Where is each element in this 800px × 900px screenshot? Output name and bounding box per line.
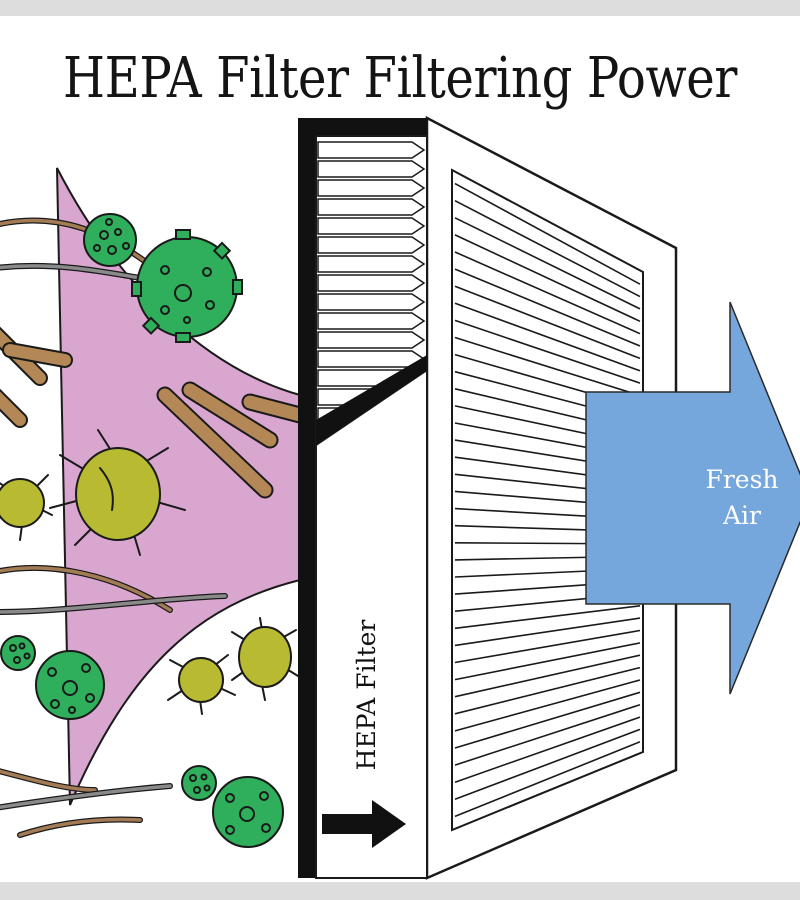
- virus-particle-small: [0, 635, 36, 671]
- pleat-line: [454, 728, 641, 801]
- filter-fin: [317, 217, 426, 235]
- pleat-line: [454, 691, 641, 749]
- pleat-line: [454, 302, 641, 372]
- filter-fin: [317, 274, 426, 292]
- filter-top-edge: [298, 118, 427, 136]
- pleat-line: [454, 251, 641, 335]
- filter-fin: [317, 141, 426, 159]
- filter-fin: [317, 331, 426, 349]
- hair-strands: [0, 217, 228, 838]
- virus-particle-medium: [83, 213, 137, 267]
- virus-particles: [0, 213, 284, 848]
- filter-black-edge: [298, 118, 316, 878]
- pleat-line: [454, 182, 641, 285]
- pleat-line: [454, 336, 641, 397]
- pleat-line: [454, 666, 641, 715]
- fresh-air-label-line2: Air: [722, 501, 761, 530]
- fresh-air-label-line1: Fresh: [705, 465, 778, 494]
- diagram-title: HEPA Filter Filtering Power: [63, 46, 737, 111]
- filter-fold-edge: [316, 355, 427, 445]
- pleat-line: [454, 716, 641, 783]
- virus-particle-mid-left: [35, 650, 105, 720]
- filter-fin: [317, 160, 426, 178]
- dust-fibers: [0, 326, 309, 499]
- filter-fin: [317, 293, 426, 311]
- pleat-line: [454, 319, 641, 384]
- pleat-line: [454, 605, 641, 630]
- virus-particle-large: [131, 229, 243, 343]
- filter-fin: [317, 312, 426, 330]
- virus-particle-bottom-small: [181, 765, 217, 801]
- dust-mite-large: [49, 429, 186, 556]
- filter-fin: [317, 236, 426, 254]
- dust-mite-right-small: [167, 654, 236, 715]
- pleat-line: [454, 629, 641, 664]
- pleat-line: [454, 679, 641, 732]
- pleat-line: [454, 268, 641, 347]
- filter-fin: [317, 350, 426, 368]
- fresh-air-arrow: [585, 301, 800, 695]
- pleat-line: [454, 285, 641, 360]
- pleat-line: [454, 654, 641, 698]
- filter-label: HEPA Filter: [352, 620, 381, 771]
- filter-fin: [317, 198, 426, 216]
- pleat-line: [454, 703, 641, 766]
- dust-mites: [0, 429, 299, 715]
- pleat-line: [454, 642, 641, 681]
- dust-mite-right: [231, 617, 299, 701]
- dust-mite-left: [0, 474, 53, 541]
- pleat-line: [454, 741, 641, 818]
- pleat-line: [454, 199, 641, 298]
- virus-particle-bottom: [212, 776, 284, 848]
- pleat-line: [454, 617, 641, 647]
- flow-direction-arrow: [322, 800, 406, 848]
- filter-fin: [317, 255, 426, 273]
- pleat-line: [454, 217, 641, 310]
- pleat-line: [454, 234, 641, 323]
- filter-fin: [317, 179, 426, 197]
